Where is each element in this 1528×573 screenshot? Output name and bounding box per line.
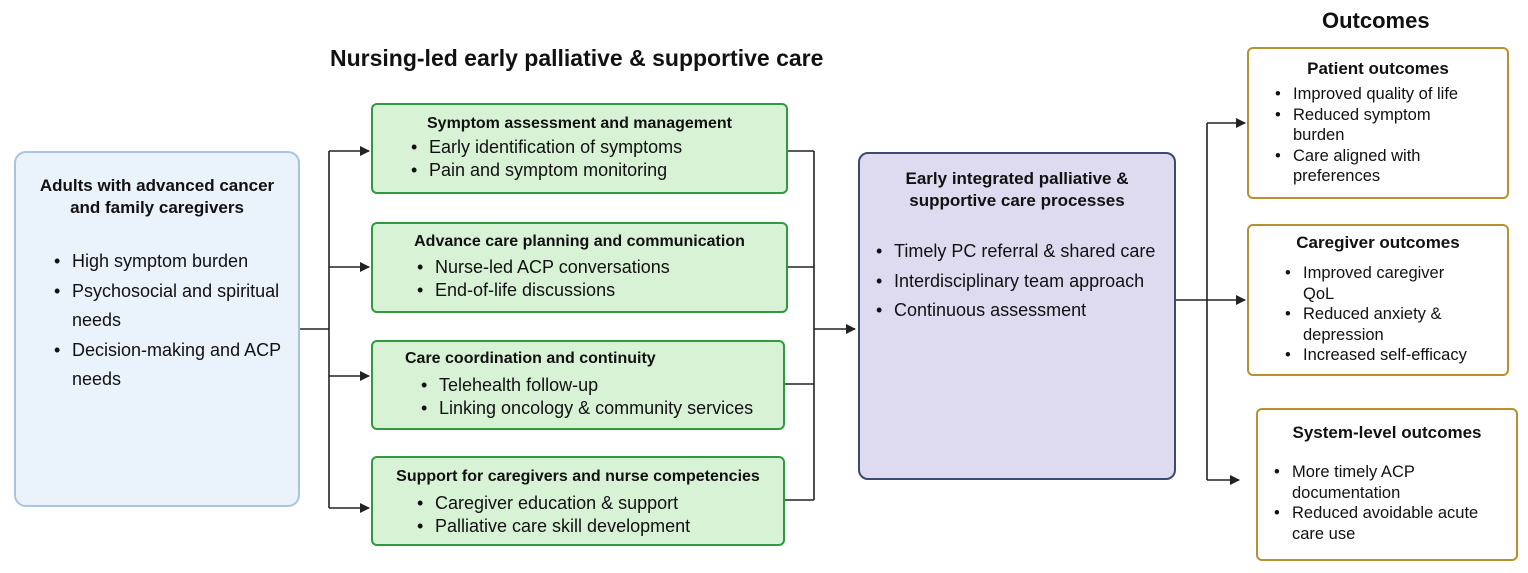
outcome-title: Patient outcomes bbox=[1307, 59, 1449, 78]
list-item: Telehealth follow-up bbox=[417, 374, 783, 397]
list-item: High symptom burden bbox=[50, 247, 288, 277]
outcome-list: Improved quality of life Reduced symptom… bbox=[1271, 84, 1499, 187]
diagram-title: Nursing-led early palliative & supportiv… bbox=[330, 45, 824, 71]
component-list: Caregiver education & support Palliative… bbox=[413, 492, 783, 538]
patient-outcomes-box: Patient outcomes Improved quality of lif… bbox=[1247, 47, 1509, 199]
component-box-caregivers: Support for caregivers and nurse compete… bbox=[371, 456, 785, 546]
list-item: Reduced anxiety & depression bbox=[1281, 304, 1453, 345]
list-item: Reduced symptom burden bbox=[1271, 105, 1453, 146]
list-item: Care aligned with preferences bbox=[1271, 146, 1453, 187]
processes-title: Early integrated palliative & supportive… bbox=[905, 169, 1129, 210]
list-item: Early identification of symptoms bbox=[407, 136, 786, 159]
system-outcomes-box: System-level outcomes More timely ACP do… bbox=[1256, 408, 1518, 561]
component-list: Nurse-led ACP conversations End-of-life … bbox=[413, 256, 786, 302]
list-item: Improved caregiver QoL bbox=[1281, 263, 1453, 304]
processes-list: Timely PC referral & shared care Interdi… bbox=[872, 237, 1160, 326]
caregiver-outcomes-box: Caregiver outcomes Improved caregiver Qo… bbox=[1247, 224, 1509, 376]
component-box-acp: Advance care planning and communication … bbox=[371, 222, 788, 313]
outcome-title: Caregiver outcomes bbox=[1296, 233, 1460, 252]
population-title: Adults with advanced cancer and family c… bbox=[39, 176, 275, 217]
list-item: Improved quality of life bbox=[1271, 84, 1499, 105]
list-item: End-of-life discussions bbox=[413, 279, 786, 302]
outcome-title: System-level outcomes bbox=[1292, 423, 1482, 442]
list-item: More timely ACP documentation bbox=[1270, 462, 1452, 503]
component-title: Advance care planning and communication bbox=[414, 233, 745, 250]
component-title: Support for caregivers and nurse compete… bbox=[396, 468, 760, 485]
component-list: Early identification of symptoms Pain an… bbox=[407, 136, 786, 182]
population-list: High symptom burden Psychosocial and spi… bbox=[50, 247, 288, 395]
outcome-list: More timely ACP documentation Reduced av… bbox=[1270, 462, 1508, 544]
list-item: Decision-making and ACP needs bbox=[50, 336, 288, 395]
component-title: Care coordination and continuity bbox=[405, 350, 656, 367]
list-item: Caregiver education & support bbox=[413, 492, 783, 515]
list-item: Nurse-led ACP conversations bbox=[413, 256, 786, 279]
processes-box: Early integrated palliative & supportive… bbox=[858, 152, 1176, 480]
component-list: Telehealth follow-up Linking oncology & … bbox=[417, 374, 783, 420]
list-item: Palliative care skill development bbox=[413, 515, 783, 538]
component-box-coordination: Care coordination and continuity Telehea… bbox=[371, 340, 785, 430]
list-item: Increased self-efficacy bbox=[1281, 345, 1499, 366]
outcomes-heading: Outcomes bbox=[1322, 8, 1430, 33]
list-item: Psychosocial and spiritual needs bbox=[50, 277, 288, 336]
list-item: Interdisciplinary team approach bbox=[872, 267, 1160, 297]
list-item: Pain and symptom monitoring bbox=[407, 159, 786, 182]
component-box-symptom: Symptom assessment and management Early … bbox=[371, 103, 788, 194]
list-item: Timely PC referral & shared care bbox=[872, 237, 1160, 267]
list-item: Linking oncology & community services bbox=[417, 397, 783, 420]
component-title: Symptom assessment and management bbox=[427, 115, 732, 132]
outcome-list: Improved caregiver QoL Reduced anxiety &… bbox=[1281, 263, 1499, 366]
population-box: Adults with advanced cancer and family c… bbox=[14, 151, 300, 507]
list-item: Continuous assessment bbox=[872, 296, 1160, 326]
list-item: Reduced avoidable acute care use bbox=[1270, 503, 1502, 544]
